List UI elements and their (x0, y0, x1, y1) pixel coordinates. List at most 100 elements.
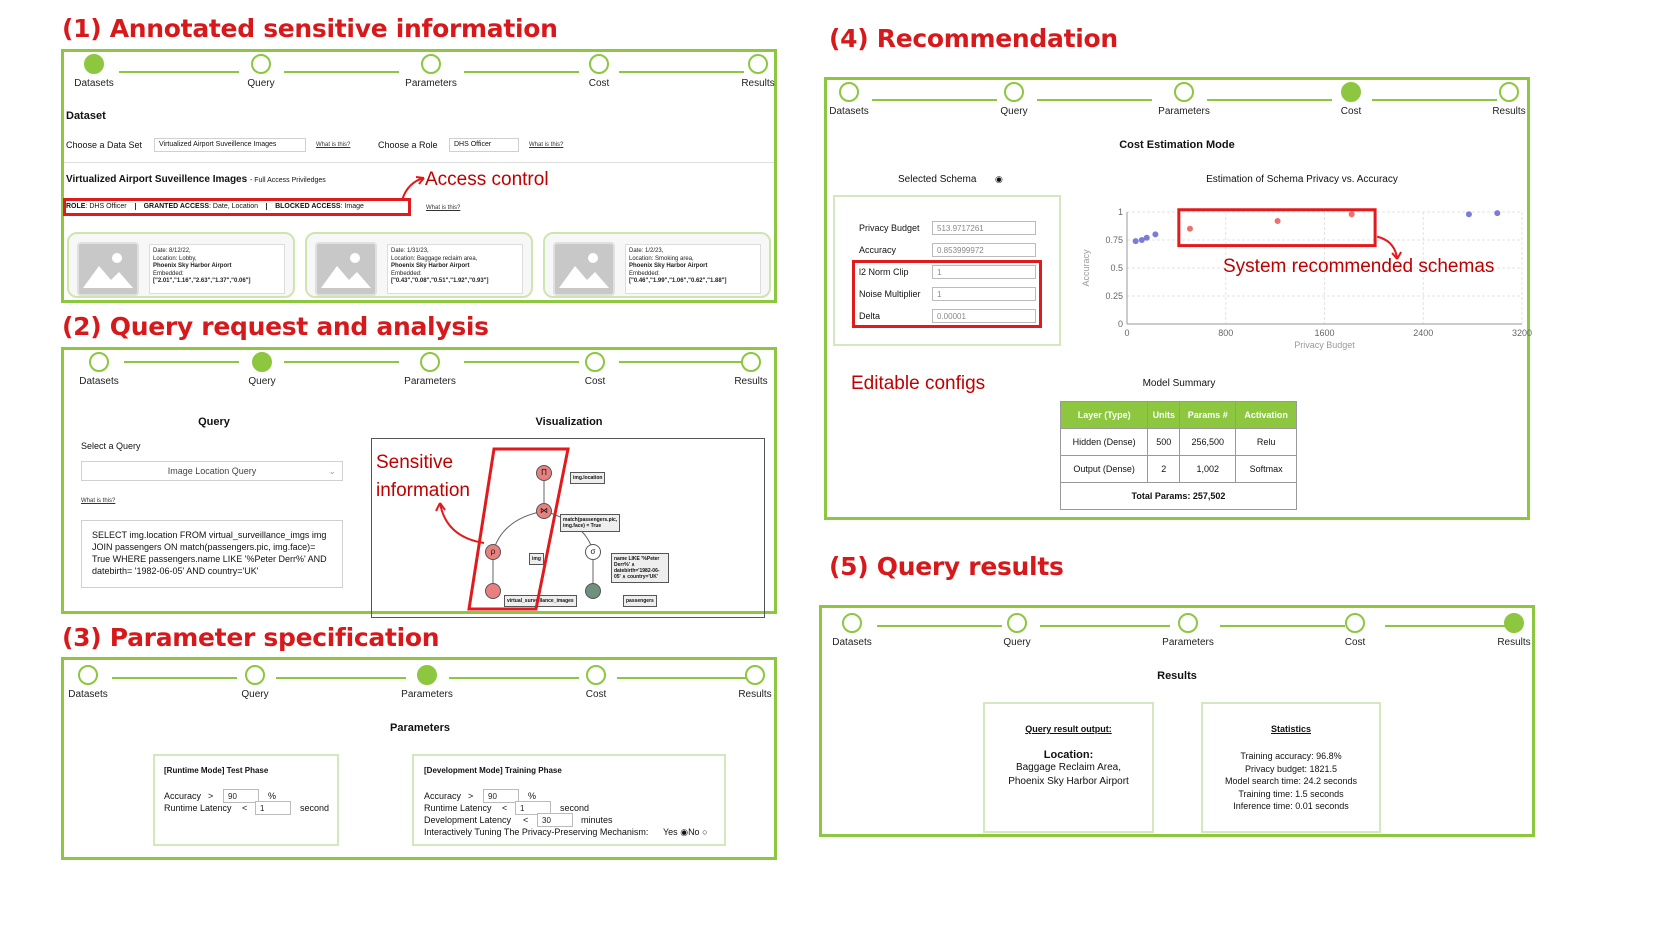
accuracy-field[interactable]: 0.853999972 (932, 243, 1036, 257)
model-summary-table: Layer (Type) Units Params # Activation H… (1059, 401, 1297, 510)
latency-input[interactable]: 1 (255, 801, 291, 815)
delta-label: Delta (859, 311, 881, 321)
join-node[interactable]: ⋈ (536, 503, 552, 519)
step-datasets[interactable]: Datasets (814, 82, 884, 117)
step-cost[interactable]: Cost (1320, 613, 1390, 648)
scan-node[interactable] (485, 583, 501, 599)
parameters-heading: Parameters (390, 722, 450, 734)
y-axis-label: Accuracy (1081, 249, 1091, 287)
stepper-line (1385, 625, 1510, 627)
role-select[interactable]: DHS Officer (449, 138, 519, 152)
scatter-point (1132, 238, 1139, 245)
y-tick-label: 0.5 (1110, 263, 1123, 273)
stepper-line (284, 361, 399, 363)
radio-selected-icon[interactable]: ◉ (680, 827, 689, 837)
section5-title: (5) Query results (829, 552, 1064, 581)
result-output-title: Query result output: (1025, 724, 1112, 734)
percent-unit: % (528, 791, 537, 801)
stepper-line (464, 71, 579, 73)
development-mode-box: [Development Mode] Training Phase Accura… (412, 754, 726, 846)
query-select[interactable]: Image Location Query⌄ (81, 461, 343, 481)
image-card[interactable]: Date: 1/2/23, Location: Smoking area, Ph… (543, 232, 771, 298)
step-datasets[interactable]: Datasets (59, 54, 129, 89)
choose-role-label: Choose a Role (378, 140, 438, 150)
step-datasets[interactable]: Datasets (64, 352, 134, 387)
step-parameters[interactable]: Parameters (392, 665, 462, 700)
step-results[interactable]: Results (1474, 82, 1544, 117)
scatter-point (1348, 211, 1355, 218)
step-parameters[interactable]: Parameters (1153, 613, 1223, 648)
location-line: Phoenix Sky Harbor Airport (1008, 776, 1129, 787)
stepper-line (1207, 99, 1332, 101)
choose-dataset-label: Choose a Data Set (66, 140, 143, 150)
lt-symbol: < (502, 803, 508, 813)
table-cell: 2 (1147, 455, 1181, 483)
what-is-this-link[interactable]: What is this? (316, 142, 351, 148)
step-datasets[interactable]: Datasets (53, 665, 123, 700)
step-circle-icon (84, 54, 104, 74)
table-cell: 256,500 (1179, 428, 1237, 456)
l2-norm-label: l2 Norm Clip (859, 267, 909, 277)
table-header: Layer (Type) (1059, 401, 1149, 429)
radio-empty-icon[interactable]: ○ (702, 827, 708, 837)
statistics-box: Statistics Training accuracy: 96.8% Priv… (1201, 702, 1381, 833)
step-cost[interactable]: Cost (560, 352, 630, 387)
sql-textarea[interactable]: SELECT img.location FROM virtual_surveil… (81, 520, 343, 588)
sensitive-annotation: Sensitive information (376, 452, 470, 501)
step-parameters[interactable]: Parameters (1149, 82, 1219, 117)
tuning-radio-group[interactable]: Yes ◉No ○ (663, 827, 708, 838)
stepper-line (1372, 99, 1497, 101)
dataset-select[interactable]: Virtualized Airport Suveillence Images (154, 138, 306, 152)
latency-input[interactable]: 1 (515, 801, 551, 815)
image-card[interactable]: Date: 1/31/23, Location: Baggage reclaim… (305, 232, 533, 298)
total-params: Total Params: 257,502 (1060, 482, 1297, 510)
stat-line: Privacy budget: 1821.5 (1244, 763, 1338, 774)
table-header: Params # (1179, 401, 1237, 429)
delta-input[interactable]: 0.00001 (932, 309, 1036, 323)
step-query[interactable]: Query (220, 665, 290, 700)
accuracy-input[interactable]: 90 (223, 789, 259, 803)
selection-node[interactable]: σ (585, 544, 601, 560)
what-is-this-link[interactable]: What is this? (426, 205, 461, 211)
rename-node[interactable]: ρ (485, 544, 501, 560)
step-results[interactable]: Results (723, 54, 793, 89)
step-circle-icon (589, 54, 609, 74)
results-heading: Results (1157, 670, 1197, 682)
dev-latency-input[interactable]: 30 (537, 813, 573, 827)
y-tick-label: 0.75 (1105, 235, 1123, 245)
radio-selected-icon[interactable]: ◉ (995, 174, 1003, 184)
projection-node[interactable]: Π (536, 465, 552, 481)
parameters-panel: Datasets Query Parameters Cost Results P… (61, 657, 777, 860)
l2-norm-input[interactable]: 1 (932, 265, 1036, 279)
step-parameters[interactable]: Parameters (395, 352, 465, 387)
privacy-budget-label: Privacy Budget (859, 223, 920, 233)
query-plan-canvas: Π ⋈ ρ σ img.location match(passengers.pi… (371, 438, 765, 618)
stepper-line (1220, 625, 1345, 627)
step-cost[interactable]: Cost (564, 54, 634, 89)
step-results[interactable]: Results (716, 352, 786, 387)
y-tick-label: 0 (1118, 319, 1123, 329)
noise-multiplier-input[interactable]: 1 (932, 287, 1036, 301)
privacy-budget-field[interactable]: 513.9717261 (932, 221, 1036, 235)
what-is-this-link[interactable]: What is this? (81, 498, 116, 504)
step-cost[interactable]: Cost (1316, 82, 1386, 117)
step-cost[interactable]: Cost (561, 665, 631, 700)
step-query[interactable]: Query (226, 54, 296, 89)
step-parameters[interactable]: Parameters (396, 54, 466, 89)
accuracy-input[interactable]: 90 (483, 789, 519, 803)
step-query[interactable]: Query (982, 613, 1052, 648)
step-results[interactable]: Results (1479, 613, 1549, 648)
what-is-this-link[interactable]: What is this? (529, 142, 564, 148)
no-label: No (688, 827, 700, 837)
step-query[interactable]: Query (227, 352, 297, 387)
scan-node[interactable] (585, 583, 601, 599)
step-results[interactable]: Results (720, 665, 790, 700)
image-card[interactable]: Date: 8/12/22, Location: Lobby, Phoenix … (67, 232, 295, 298)
step-datasets[interactable]: Datasets (817, 613, 887, 648)
x-tick-label: 3200 (1512, 328, 1532, 338)
step-query[interactable]: Query (979, 82, 1049, 117)
scatter-point (1186, 225, 1193, 232)
recommended-highlight-box (1177, 208, 1377, 248)
sensitive-highlight-box (467, 447, 570, 611)
